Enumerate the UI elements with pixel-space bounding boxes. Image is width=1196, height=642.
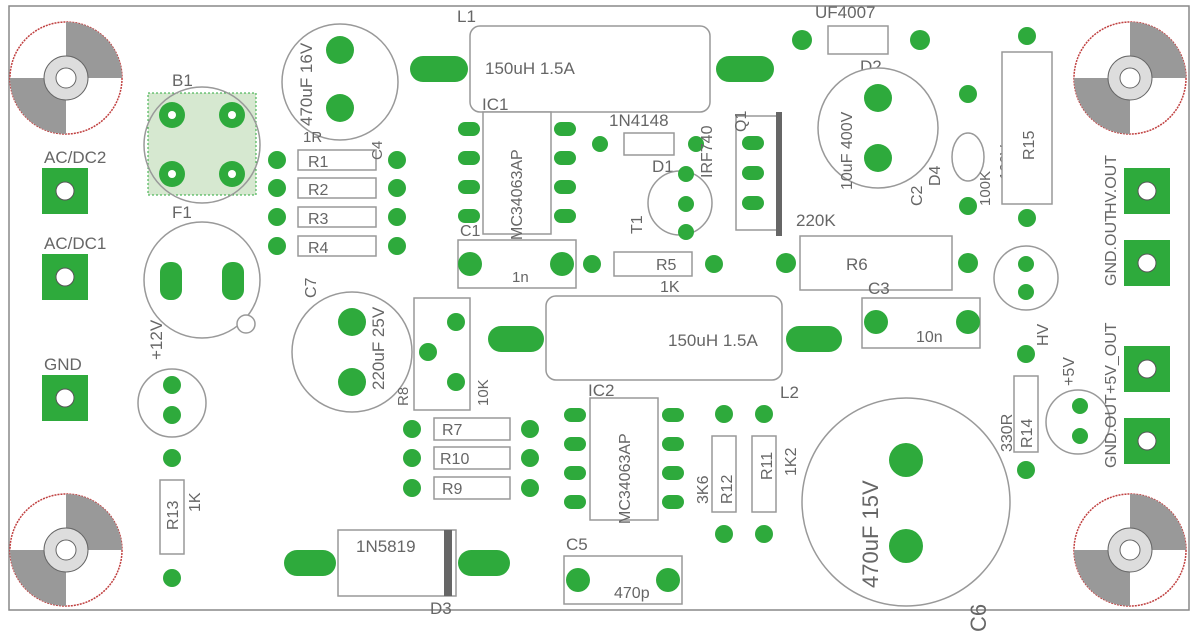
- label-plus5v: +5V: [1061, 357, 1078, 386]
- label-c2-value: 10uF 400V: [839, 111, 856, 190]
- inductor-l2: [545, 295, 783, 381]
- connector-5v-out[interactable]: [1124, 346, 1170, 392]
- label-acdc1: AC/DC1: [44, 234, 106, 253]
- label-l2: L2: [780, 383, 799, 402]
- label-gnd-out-2: GND.OUT: [1103, 394, 1120, 468]
- label-r7: R7: [442, 422, 463, 439]
- connector-gnd-out-2[interactable]: [1124, 418, 1170, 464]
- label-c5: C5: [566, 535, 588, 554]
- label-hv-out: HV.OUT: [1103, 155, 1120, 214]
- board-outline: [8, 5, 1190, 611]
- label-d3: D3: [430, 599, 452, 618]
- label-r15: R15: [1021, 131, 1038, 160]
- label-r6: R6: [846, 255, 868, 274]
- label-r13: R13: [165, 501, 182, 530]
- label-c1-value: 1n: [512, 269, 529, 286]
- label-r5-value: 1K: [660, 279, 680, 296]
- label-c3-value: 10n: [916, 329, 943, 346]
- mounting-hole-bottom-left: [9, 493, 123, 607]
- label-ic2-value: MC34063AP: [617, 433, 634, 524]
- label-r4: R4: [308, 240, 329, 257]
- label-r13-value: 1K: [187, 492, 204, 512]
- mounting-hole-bottom-right: [1073, 493, 1187, 607]
- led-hv: [993, 245, 1059, 311]
- led-12v: [137, 368, 207, 438]
- cap-c6: [801, 397, 1011, 607]
- label-c3: C3: [868, 279, 890, 298]
- label-12v: +12V: [147, 319, 166, 360]
- label-r1: R1: [308, 154, 329, 171]
- label-r1-value: 1R: [303, 129, 322, 146]
- resistor-r15: [1001, 51, 1053, 205]
- cap-470uf-16v: [281, 23, 399, 141]
- label-r11: R11: [759, 452, 776, 480]
- label-r2: R2: [308, 182, 329, 199]
- connector-gnd-out[interactable]: [1124, 240, 1170, 286]
- inductor-l1: [469, 25, 711, 113]
- label-r14: R14: [1019, 419, 1036, 448]
- label-r8-value: 10K: [475, 379, 492, 406]
- connector-acdc1[interactable]: [42, 254, 88, 300]
- diode-d3: [337, 529, 457, 597]
- resistor-r6: [799, 235, 953, 291]
- label-r9: R9: [442, 481, 463, 498]
- label-c4: C4: [369, 141, 386, 160]
- label-cap-top-value: 470uF 16V: [297, 42, 316, 126]
- connector-gnd[interactable]: [42, 375, 88, 421]
- label-f1: F1: [172, 203, 192, 222]
- label-c7-value: 220uF 25V: [369, 306, 388, 390]
- label-t1: T1: [629, 215, 646, 234]
- label-gnd-out: GND.OUT: [1103, 212, 1120, 286]
- label-r3: R3: [308, 211, 329, 228]
- label-ic1: IC1: [482, 95, 508, 114]
- connector-hv-out[interactable]: [1124, 168, 1170, 214]
- label-c5-value: 470p: [614, 585, 650, 602]
- mounting-hole-top-right: [1073, 21, 1187, 135]
- label-l2-value: 150uH 1.5A: [668, 331, 758, 350]
- label-gnd: GND: [44, 355, 82, 374]
- label-r14-value: 330R: [999, 414, 1016, 452]
- ic2: [589, 397, 659, 521]
- label-ic2: IC2: [588, 381, 614, 400]
- label-d1-value: 1N4148: [609, 111, 669, 130]
- label-r6-value: 220K: [796, 211, 836, 230]
- connector-acdc2[interactable]: [42, 168, 88, 214]
- label-r8: R8: [395, 387, 412, 406]
- label-d3-value: 1N5819: [356, 537, 416, 556]
- label-r12-value: 3K6: [695, 475, 712, 504]
- fuse-f1-body: [143, 221, 261, 339]
- label-c1: C1: [460, 223, 481, 240]
- resistor-bank: [268, 149, 406, 257]
- cap-c7: [291, 291, 413, 413]
- label-r5: R5: [656, 257, 677, 274]
- label-r11-value: 1K2: [783, 447, 800, 476]
- ic1: [482, 111, 552, 235]
- label-r10: R10: [440, 451, 469, 468]
- label-d1: D1: [652, 157, 674, 176]
- mounting-hole-top-left: [9, 21, 123, 135]
- label-c7: C7: [303, 277, 320, 298]
- label-d4: D4: [927, 165, 944, 186]
- label-5v-out: +5V_OUT: [1103, 322, 1120, 394]
- label-b1: B1: [172, 71, 193, 90]
- label-l1: L1: [457, 7, 476, 26]
- label-hv: HV: [1035, 323, 1052, 346]
- label-c6: C6: [966, 604, 991, 632]
- label-l1-value: 150uH 1.5A: [485, 59, 575, 78]
- cap-c2: [817, 67, 939, 189]
- label-r15-value: 100K: [977, 171, 994, 206]
- label-q1-value: IRF740: [699, 125, 716, 178]
- label-c2: C2: [909, 185, 926, 206]
- label-ic1-value: MC34063AP: [509, 149, 526, 240]
- label-c6-value: 470uF 15V: [858, 480, 883, 588]
- label-uf4007: UF4007: [815, 3, 875, 22]
- led-5v: [1045, 389, 1111, 455]
- label-acdc2: AC/DC2: [44, 148, 106, 167]
- label-q1: Q1: [733, 111, 750, 132]
- label-r12: R12: [719, 475, 736, 504]
